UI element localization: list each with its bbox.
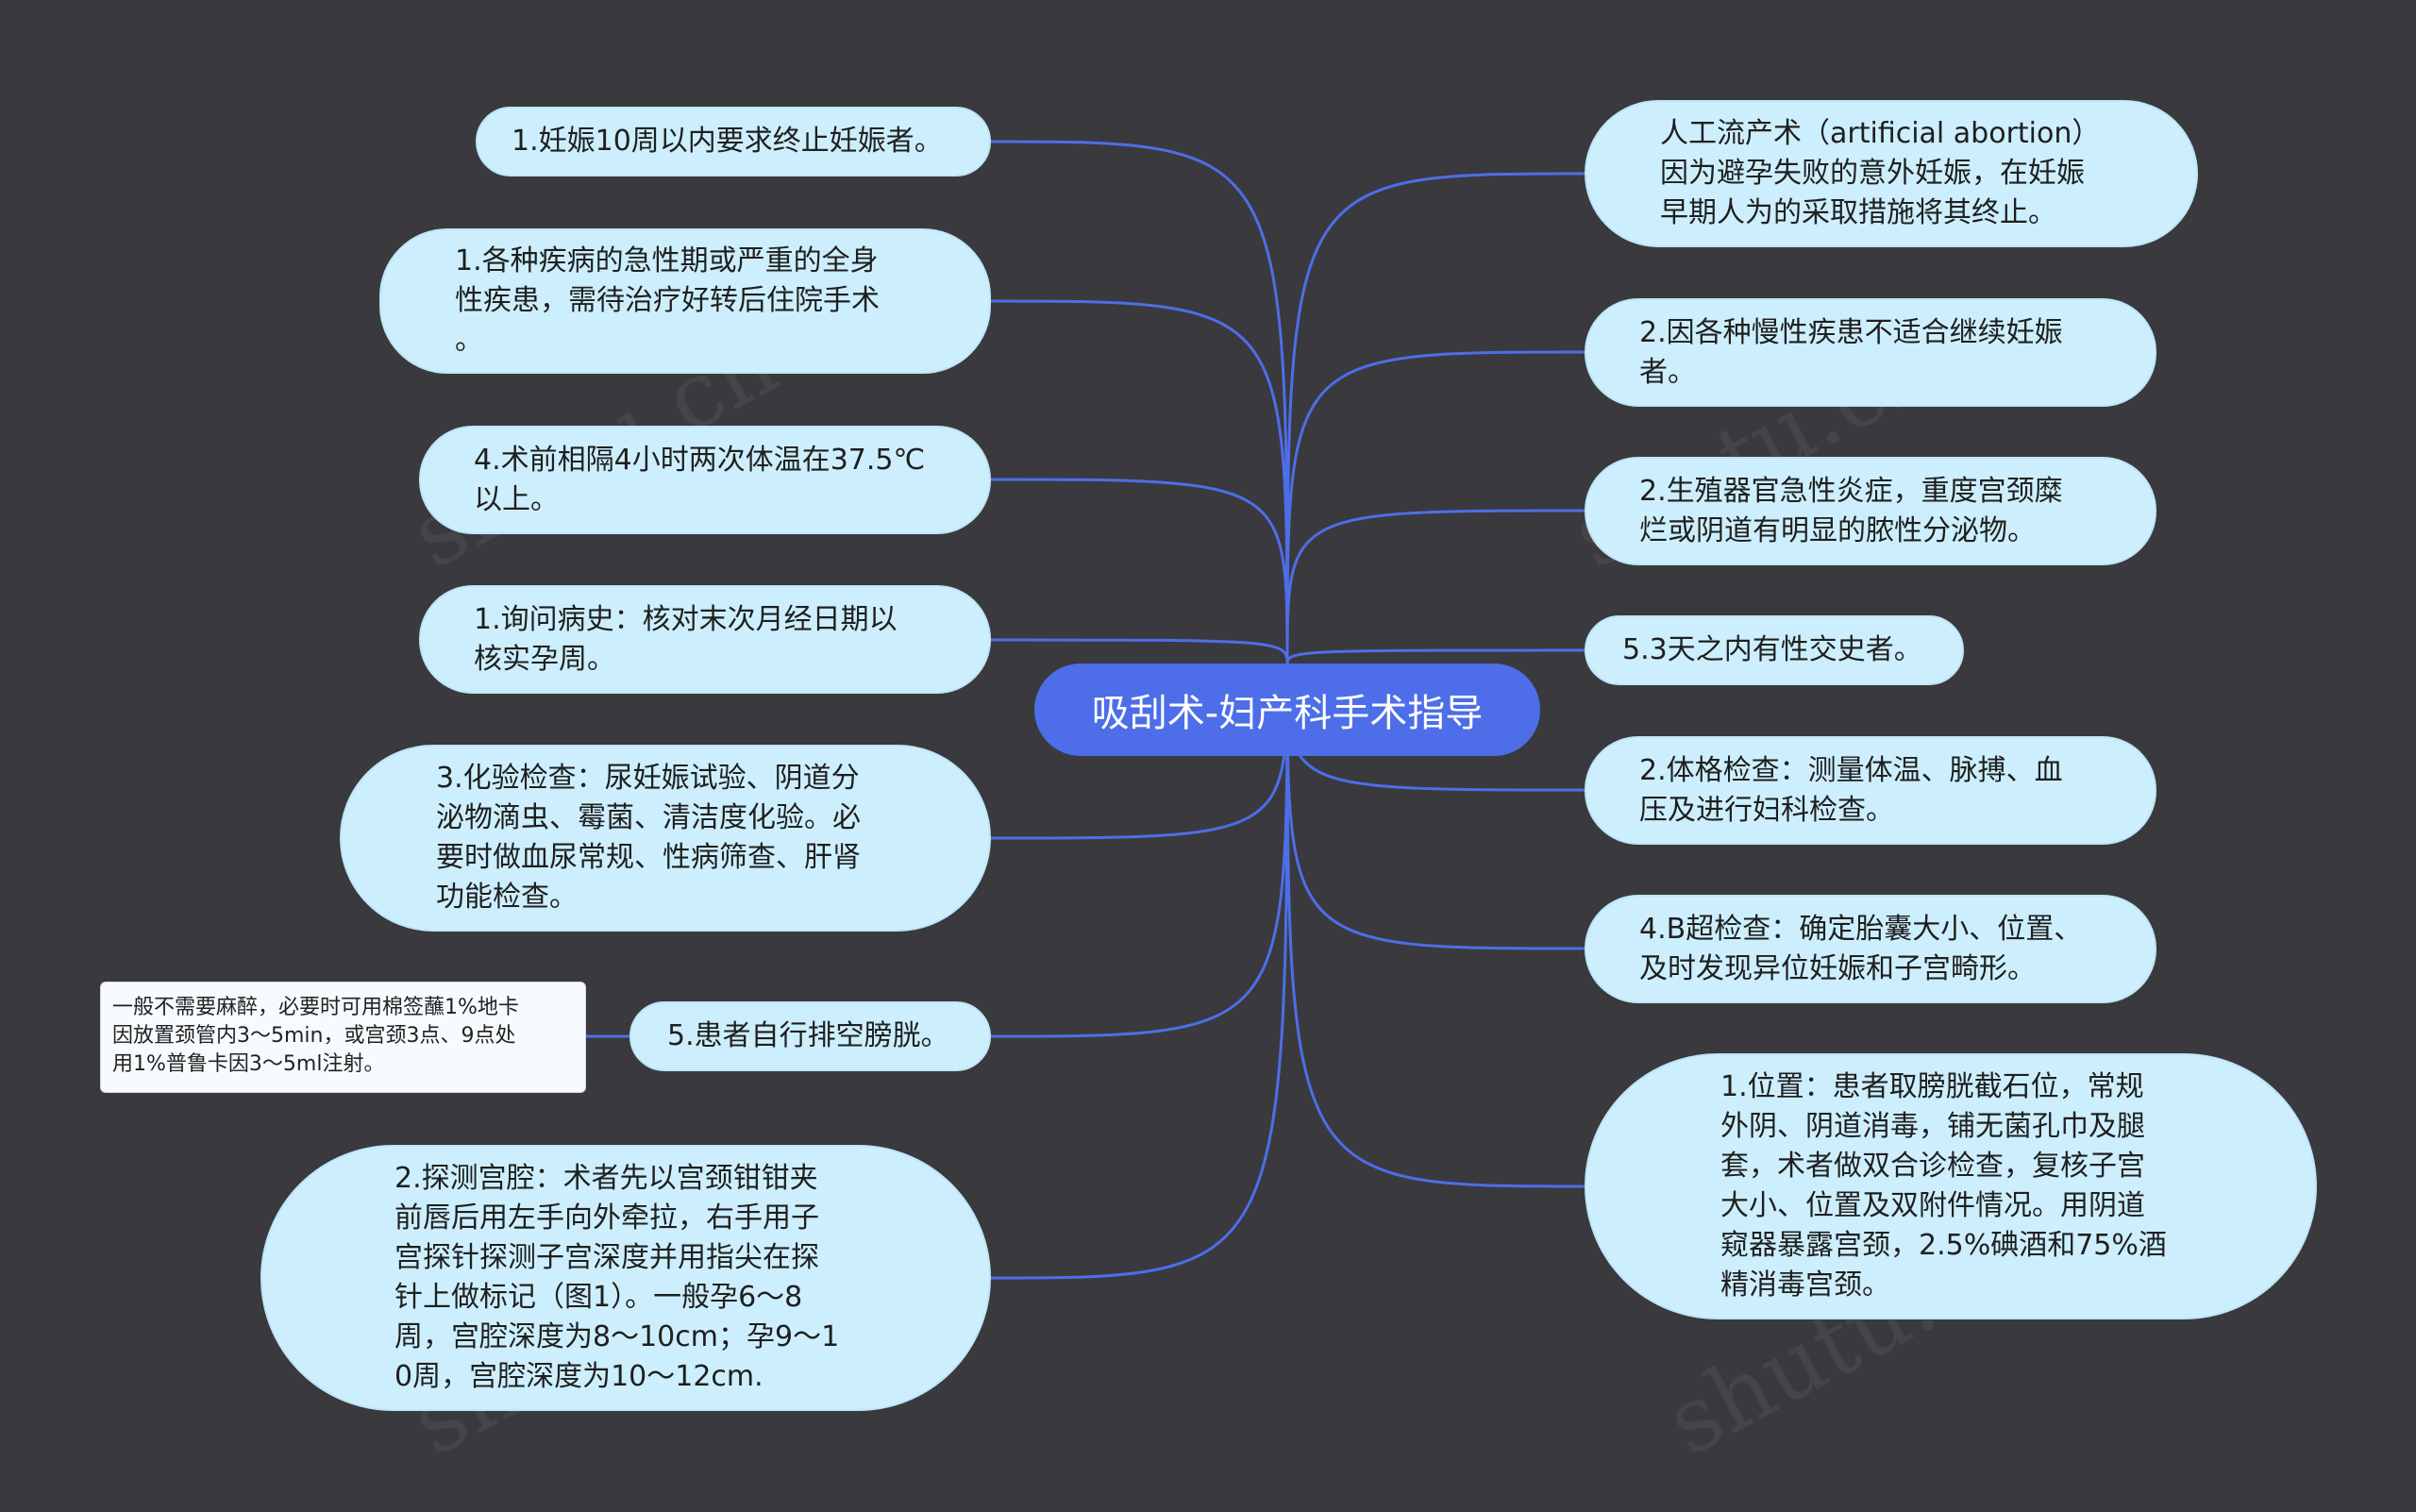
connector-left-l3 <box>990 478 1289 666</box>
connector-right-r7 <box>1285 664 1586 1188</box>
node-lab-tests[interactable]: 3.化验检查：尿妊娠试验、阴道分 泌物滴虫、霉菌、清洁度化验。必 要时做血尿常规… <box>340 745 991 932</box>
connector-left-l4 <box>990 638 1289 666</box>
node-medical-history[interactable]: 1.询问病史：核对末次月经日期以 核实孕周。 <box>419 585 991 694</box>
node-ultrasound[interactable]: 4.B超检查：确定胎囊大小、位置、 及时发现异位妊娠和子宫畸形。 <box>1585 895 2156 1003</box>
node-chronic-disease[interactable]: 2.因各种慢性疾患不适合继续妊娠 者。 <box>1585 298 2156 407</box>
node-empty-bladder[interactable]: 5.患者自行排空膀胱。 <box>629 1001 991 1071</box>
node-acute-disease[interactable]: 1.各种疾病的急性期或严重的全身 性疾患，需待治疗好转后住院手术 。 <box>379 228 991 374</box>
node-recent-intercourse[interactable]: 5.3天之内有性交史者。 <box>1585 615 1964 685</box>
connector-right-r1 <box>1285 172 1586 666</box>
node-physical-exam[interactable]: 2.体格检查：测量体温、脉搏、血 压及进行妇科检查。 <box>1585 736 2156 845</box>
node-temperature[interactable]: 4.术前相隔4小时两次体温在37.5℃ 以上。 <box>419 426 991 534</box>
connector-left-l2 <box>990 299 1289 666</box>
node-genital-inflammation[interactable]: 2.生殖器官急性炎症，重度宫颈糜 烂或阴道有明显的脓性分泌物。 <box>1585 457 2156 565</box>
connector-right-r3 <box>1285 509 1586 666</box>
central-topic[interactable]: 吸刮术-妇产科手术指导 <box>1034 664 1540 756</box>
connector-left-l1 <box>990 140 1289 666</box>
connector-right-r2 <box>1285 350 1586 666</box>
node-position-disinfection[interactable]: 1.位置：患者取膀胱截石位，常规 外阴、阴道消毒，铺无菌孔巾及腿 套，术者做双合… <box>1585 1053 2317 1319</box>
node-pregnancy-within-10-weeks[interactable]: 1.妊娠10周以内要求终止妊娠者。 <box>476 107 991 176</box>
connector-right-r4 <box>1285 648 1586 666</box>
node-probe-uterine-cavity[interactable]: 2.探测宫腔：术者先以宫颈钳钳夹 前唇后用左手向外牵拉，右手用子 宫探针探测子宫… <box>260 1145 991 1411</box>
connector-left-l7 <box>990 664 1289 1280</box>
anesthesia-note: 一般不需要麻醉，必要时可用棉签蘸1%地卡 因放置颈管内3～5min，或宫颈3点、… <box>100 982 586 1093</box>
node-artificial-abortion-definition[interactable]: 人工流产术（artificial abortion） 因为避孕失败的意外妊娠，在… <box>1585 100 2198 247</box>
